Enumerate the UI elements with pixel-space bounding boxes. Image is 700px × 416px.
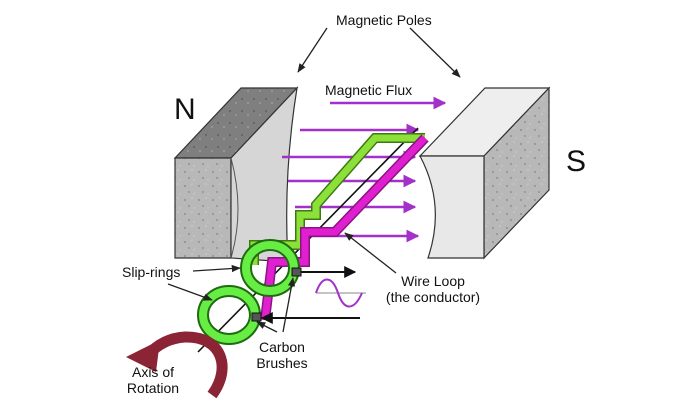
leader-lines — [167, 27, 461, 333]
carbon-brushes — [251, 266, 360, 324]
wire-loop-label-line1: Wire Loop — [401, 273, 465, 289]
slip-rings-label: Slip-rings — [122, 264, 181, 280]
axis-of-rotation-label: Axis of Rotation — [122, 364, 184, 396]
south-pole-label: S — [566, 145, 587, 178]
north-pole-label: N — [174, 93, 196, 126]
carbon-brushes-label-line2: Brushes — [256, 355, 308, 371]
carbon-brush — [291, 267, 302, 277]
rotation-arrow-icon — [126, 331, 228, 399]
axis-of-rotation-label-line1: Axis of — [131, 364, 174, 380]
magnetic-flux-label: Magnetic Flux — [325, 82, 413, 98]
slip-ring-front — [197, 285, 261, 345]
wire-loop-label: Wire Loop (the conductor) — [382, 273, 484, 305]
sine-wave-icon — [315, 278, 366, 308]
south-magnet — [418, 86, 551, 260]
carbon-brush — [251, 312, 262, 322]
carbon-brushes-label-line1: Carbon — [259, 339, 305, 355]
axis-of-rotation-label-line2: Rotation — [126, 380, 180, 396]
carbon-brushes-label: Carbon Brushes — [250, 339, 314, 371]
wire-loop-label-line2: (the conductor) — [385, 289, 481, 305]
north-magnet — [173, 86, 299, 263]
magnetic-poles-label: Magnetic Poles — [336, 12, 432, 28]
